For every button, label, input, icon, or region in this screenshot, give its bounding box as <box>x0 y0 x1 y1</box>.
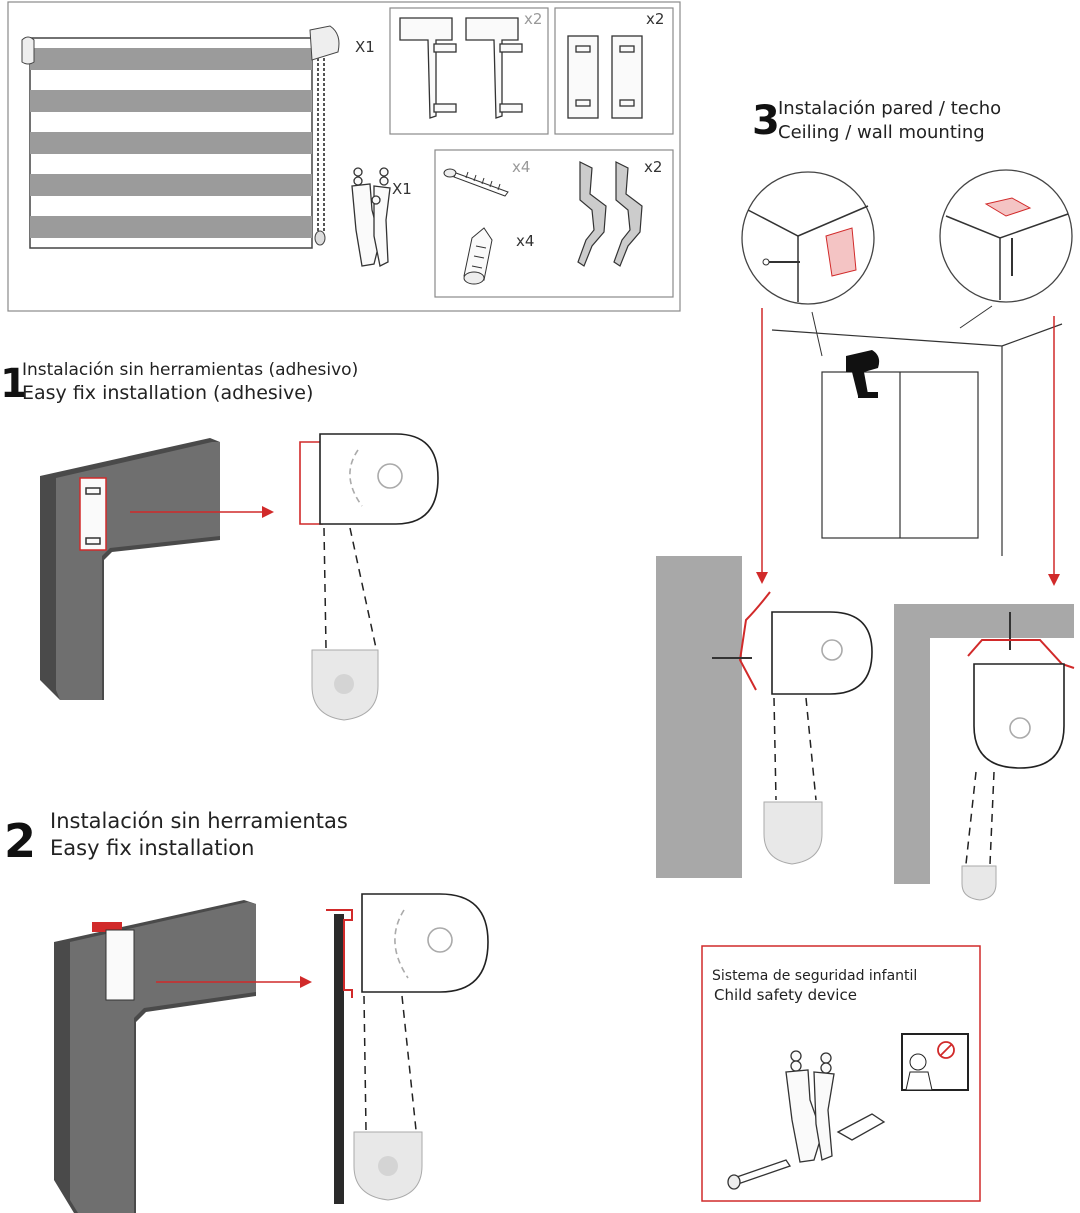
child-safety-panel: Sistema de seguridad infantil Child safe… <box>701 945 981 1202</box>
plug-qty-label: x4 <box>516 232 534 250</box>
arrow-icon <box>262 506 274 518</box>
arrow-icon <box>756 572 768 584</box>
wall-plug-icon <box>463 227 493 285</box>
zebra-blind-illustration <box>21 25 340 249</box>
step-2-title-en: Easy fix installation <box>50 836 254 860</box>
safety-device-icon <box>351 167 391 267</box>
safety-device-qty-label: X1 <box>392 180 412 198</box>
kit-contents-panel: X1 x2 x2 x4 <box>7 1 681 312</box>
step-3-illustration <box>656 169 1075 901</box>
blind-cassette-side <box>973 663 1065 769</box>
metal-bracket-qty-label: x2 <box>644 158 662 176</box>
child-window-icon <box>901 1033 969 1091</box>
bottom-bar-end <box>763 801 823 865</box>
safety-title-en: Child safety device <box>714 986 857 1004</box>
step-3-title-en: Ceiling / wall mounting <box>778 122 985 143</box>
adhesive-plate-qty-label: x2 <box>646 10 664 28</box>
drill-icon <box>846 350 880 398</box>
blind-cassette-side <box>771 611 873 695</box>
blind-cassette-side <box>299 433 439 525</box>
step-3-heading: 3 Instalación pared / techo Ceiling / wa… <box>752 98 1001 144</box>
wall-section <box>656 556 742 878</box>
wall-detail-circle <box>741 171 875 305</box>
step-2-title-es: Instalación sin herramientas <box>50 809 348 833</box>
bracket-clip-icon <box>399 17 523 119</box>
step-2-number: 2 <box>4 814 36 868</box>
adhesive-plate-mounted <box>79 477 107 551</box>
adhesive-plate-icon <box>567 35 643 119</box>
bracket-clip-mounted <box>105 929 135 1001</box>
bottom-bar-end <box>961 865 997 901</box>
frame-edge <box>334 914 344 1204</box>
blind-qty-label: X1 <box>355 38 375 56</box>
step-1-illustration <box>40 433 439 721</box>
arrow-icon <box>300 976 312 988</box>
arrow-icon <box>1048 574 1060 586</box>
ceiling-detail-circle <box>939 169 1073 303</box>
step-2-illustration <box>54 893 489 1213</box>
metal-bracket-icon <box>577 161 643 267</box>
step-1-title-en: Easy fix installation (adhesive) <box>22 382 313 404</box>
safety-device-mounted-icon <box>727 1050 886 1190</box>
safety-title-es: Sistema de seguridad infantil <box>712 968 917 984</box>
screw-qty-label: x4 <box>512 158 530 176</box>
step-1-title-es: Instalación sin herramientas (adhesivo) <box>22 360 358 380</box>
step-3-title-es: Instalación pared / techo <box>778 98 1001 119</box>
blind-cassette-side <box>361 893 489 993</box>
step-1-heading: 1 Instalación sin herramientas (adhesivo… <box>0 360 358 407</box>
step-3-number: 3 <box>752 98 780 144</box>
step-2-heading: 2 Instalación sin herramientas Easy fix … <box>4 809 348 868</box>
bracket-clip-qty-label: x2 <box>524 10 542 28</box>
screw-icon <box>443 168 509 197</box>
ceiling-section <box>894 604 1074 884</box>
step-1-number: 1 <box>0 361 28 407</box>
